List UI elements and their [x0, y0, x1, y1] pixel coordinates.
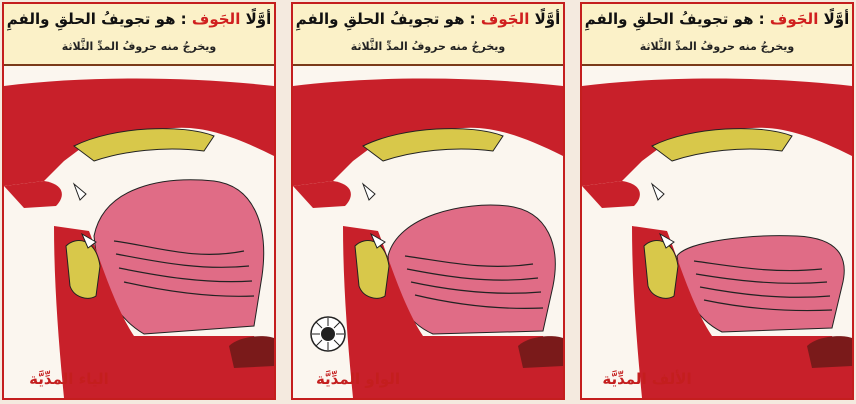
panel-header: أوَّلًا الجَوف : هو تجويفُ الحلقِ والفمِ… [4, 4, 274, 66]
header-term: الجَوف [481, 10, 529, 28]
panel-header: أوَّلًا الجَوف : هو تجويفُ الحلقِ والفمِ… [582, 4, 852, 66]
diagram-panel-waw: أوَّلًا الجَوف : هو تجويفُ الحلقِ والفمِ… [291, 2, 565, 400]
diagram-panel-alif: أوَّلًا الجَوف : هو تجويفُ الحلقِ والفمِ… [580, 2, 854, 400]
header-term: الجَوف [770, 10, 818, 28]
header-subline: ويخرجُ منه حروفُ المدِّ الثَّلاثة [582, 40, 852, 53]
diagram-panel-ya: أوَّلًا الجَوف : هو تجويفُ الحلقِ والفمِ… [2, 2, 276, 400]
upper-lip [293, 181, 351, 208]
header-term: الجَوف [192, 10, 240, 28]
header-subline: ويخرجُ منه حروفُ المدِّ الثَّلاثة [293, 40, 563, 53]
panel-header: أوَّلًا الجَوف : هو تجويفُ الحلقِ والفمِ… [293, 4, 563, 66]
header-definition: : هو تجويفُ الحلقِ والفمِ [296, 10, 476, 28]
header-definition: : هو تجويفُ الحلقِ والفمِ [585, 10, 765, 28]
upper-lip [582, 181, 640, 208]
upper-tooth [363, 184, 375, 200]
letter-label: الواو المدِّيَّة [303, 370, 413, 388]
mouth-cross-section [293, 66, 563, 398]
header-prefix: أوَّلًا [246, 10, 272, 28]
header-title: أوَّلًا الجَوف : هو تجويفُ الحلقِ والفمِ [293, 10, 563, 28]
mouth-cross-section [582, 66, 852, 398]
header-prefix: أوَّلًا [824, 10, 850, 28]
tongue [388, 205, 555, 334]
rounded-lips-icon [311, 317, 345, 351]
upper-tooth [652, 184, 664, 200]
header-title: أوَّلًا الجَوف : هو تجويفُ الحلقِ والفمِ [582, 10, 852, 28]
header-title: أوَّلًا الجَوف : هو تجويفُ الحلقِ والفمِ [4, 10, 274, 28]
upper-tooth [74, 184, 86, 200]
upper-lip [4, 181, 62, 208]
letter-label: الياء المدِّيَّة [14, 370, 124, 388]
letter-label: الألف المدِّيَّة [592, 370, 702, 388]
tongue [677, 236, 844, 332]
header-subline: ويخرجُ منه حروفُ المدِّ الثَّلاثة [4, 40, 274, 53]
header-prefix: أوَّلًا [535, 10, 561, 28]
header-definition: : هو تجويفُ الحلقِ والفمِ [7, 10, 187, 28]
mouth-cross-section [4, 66, 274, 398]
